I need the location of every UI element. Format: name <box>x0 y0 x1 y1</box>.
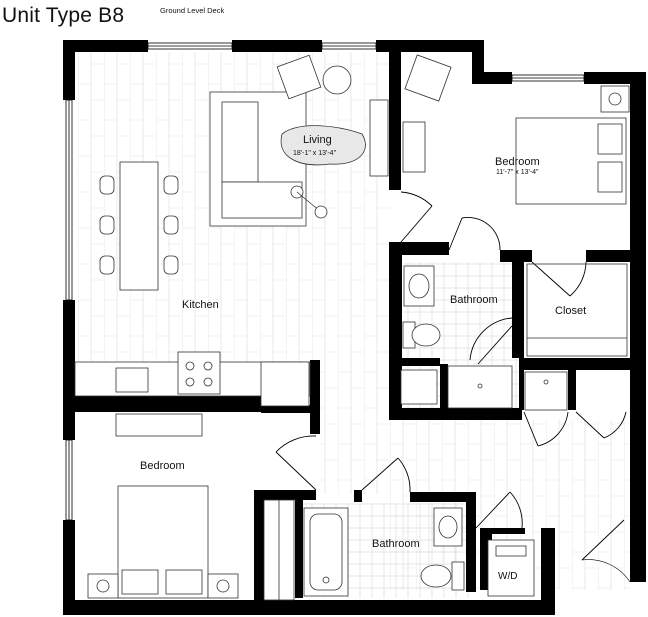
rug <box>280 125 366 166</box>
desk <box>402 121 426 173</box>
closet-shelf <box>526 263 628 357</box>
room-label-bedroom-main: Bedroom <box>495 156 540 168</box>
armchair <box>276 54 322 100</box>
kitchen-sink <box>115 367 149 393</box>
lower-bedroom-furniture <box>87 485 295 601</box>
room-label-living: Living <box>303 134 332 146</box>
linen-cabinet <box>400 369 438 405</box>
room-label-closet: Closet <box>555 305 587 317</box>
windows <box>65 42 585 521</box>
unit-title: Unit Type B8 <box>2 4 125 27</box>
room-dims-bedroom-main: 11'-7" x 13'-4" <box>496 169 539 176</box>
room-label-bathroom-lower: Bathroom <box>372 538 420 550</box>
round-table <box>322 65 352 95</box>
doors[interactable] <box>275 191 631 583</box>
nightstand <box>600 85 630 113</box>
toilet-tank-lower <box>451 561 465 591</box>
deck-label: Ground Level Deck <box>160 6 225 15</box>
utility-cabinet <box>524 371 568 411</box>
living-furniture <box>209 54 389 227</box>
dining-set <box>99 161 179 291</box>
refrigerator <box>260 361 310 407</box>
bedroom-chair <box>404 54 452 102</box>
upper-bath-fixtures <box>400 265 513 409</box>
kitchen-counter <box>74 351 311 437</box>
dining-table <box>119 161 159 291</box>
room-dims-living: 18'-1" x 13'-4" <box>293 150 337 157</box>
media-console <box>369 99 389 177</box>
room-label-bedroom-lower: Bedroom <box>140 460 185 472</box>
cooktop <box>177 351 221 395</box>
lower-bath-fixtures <box>303 371 568 597</box>
room-label-bathroom-upper: Bathroom <box>450 294 498 306</box>
washer-dryer <box>487 539 535 597</box>
room-label-laundry: W/D <box>498 571 518 582</box>
walls[interactable] <box>63 40 646 615</box>
room-label-kitchen: Kitchen <box>182 299 219 311</box>
main-bedroom-furniture <box>402 54 630 205</box>
